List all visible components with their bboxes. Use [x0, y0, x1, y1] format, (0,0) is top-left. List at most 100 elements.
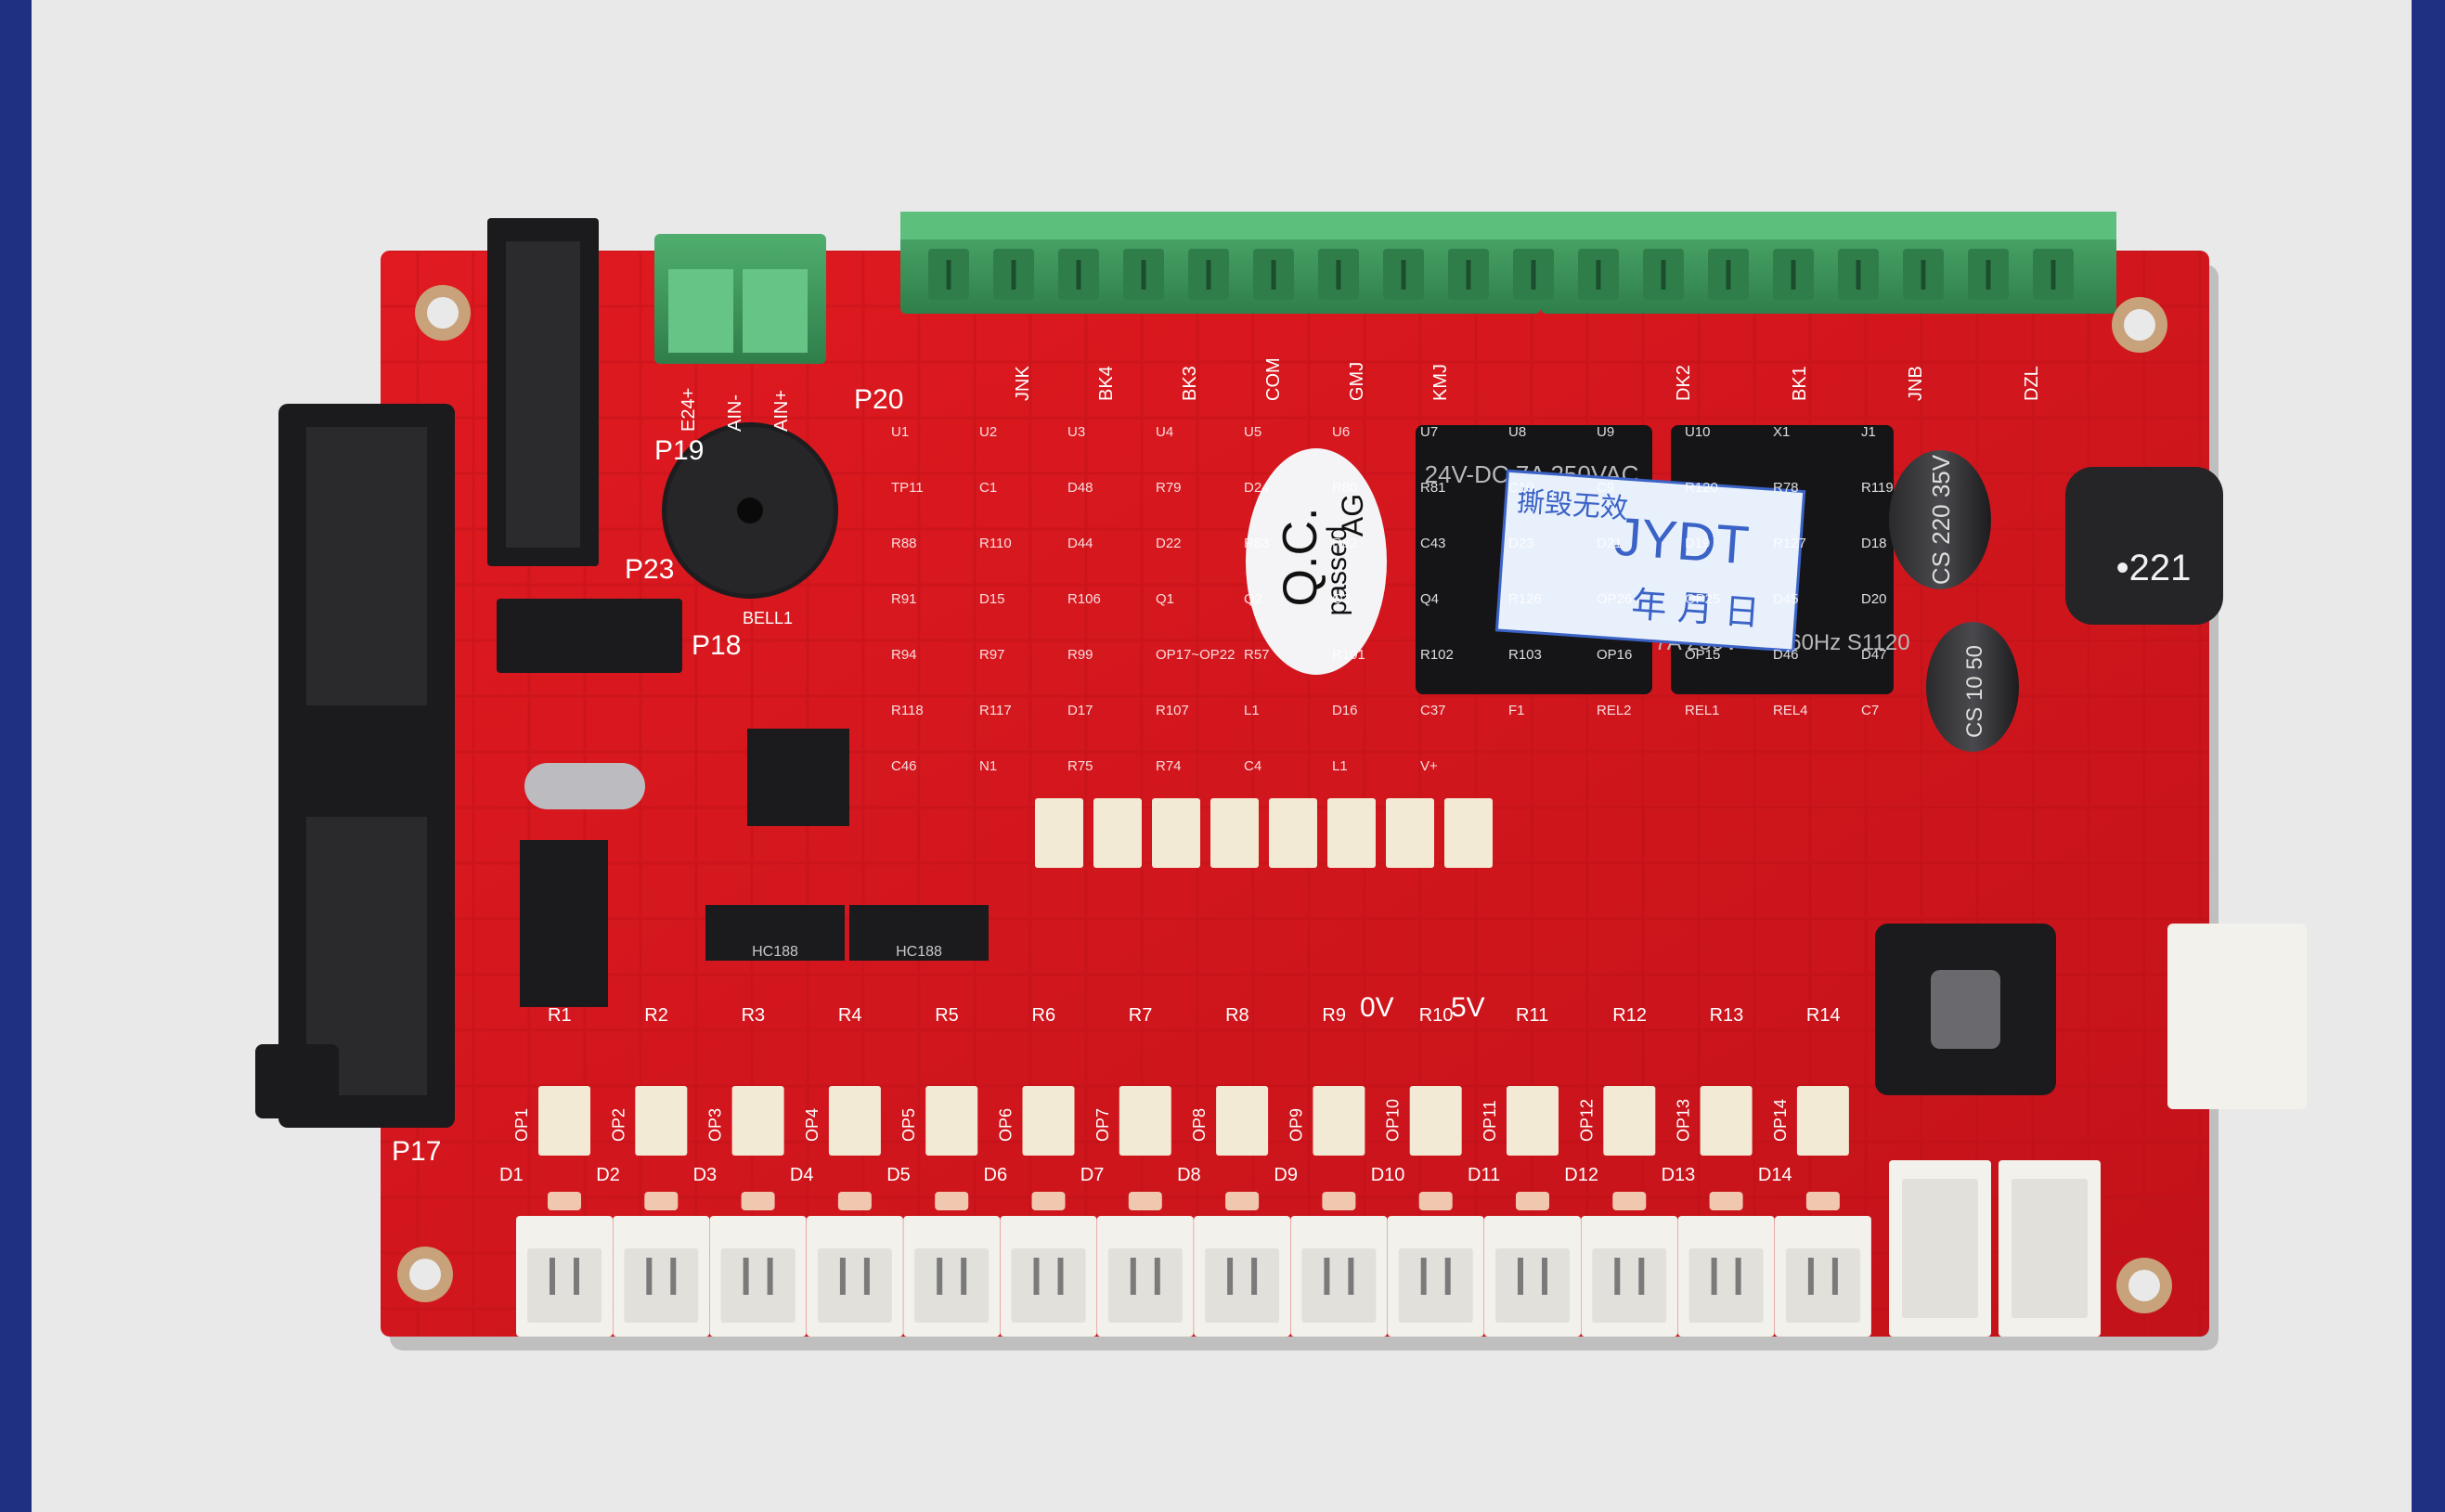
terminal-screws: [928, 249, 2074, 300]
optocoupler: [1603, 1086, 1656, 1156]
resistor-label: R14: [1806, 1005, 1841, 1026]
status-led: [548, 1192, 581, 1210]
component-label: R120: [1685, 480, 1718, 496]
connector-row: [516, 1160, 2101, 1337]
label-p20: P20: [854, 384, 903, 415]
optocoupler: [1700, 1086, 1753, 1156]
component-label: R107: [1156, 703, 1189, 718]
diode-label: D3: [693, 1165, 718, 1185]
component-label: D15: [979, 591, 1005, 607]
chip-u2: HC188: [705, 905, 845, 961]
opto-label: OP8: [1190, 1108, 1209, 1142]
label-p18: P18: [692, 630, 741, 661]
white-jst-connector: [903, 1216, 1001, 1337]
white-jst-connector: [1290, 1216, 1388, 1337]
label-0v: 0V: [1360, 992, 1394, 1023]
resistor-label: R7: [1129, 1005, 1153, 1026]
diode-label: D11: [1468, 1165, 1500, 1185]
seal-date-text: 年 月 日: [1630, 584, 1761, 634]
terminal-label: BK1: [1790, 366, 1810, 401]
mounting-holes: [397, 285, 2172, 1313]
white-jst-connector: [1581, 1216, 1678, 1337]
terminal-screw: [1318, 249, 1359, 300]
diode-label: D4: [790, 1165, 814, 1185]
opto-label: OP9: [1287, 1108, 1305, 1142]
terminal-label: BK3: [1180, 366, 1200, 401]
optocoupler: [538, 1086, 590, 1156]
component-label: U7: [1420, 424, 1438, 440]
terminal-pin-label: AIN+: [771, 390, 792, 432]
component-label: R126: [1508, 591, 1542, 607]
optocoupler: [1507, 1086, 1559, 1156]
white-jst-connector: [1774, 1216, 1871, 1337]
component-label: D19: [1685, 536, 1711, 551]
resistor-label: R11: [1516, 1005, 1548, 1026]
component-label: R102: [1420, 647, 1454, 663]
chip-u2-marking: HC188: [752, 944, 798, 960]
optocoupler: [1119, 1086, 1171, 1156]
chip-u1: [520, 840, 608, 1007]
component-label: R57: [1244, 647, 1270, 663]
optocoupler-upper-row: [1035, 798, 1493, 868]
diode-label: D13: [1662, 1165, 1696, 1185]
component-label: U3: [1067, 424, 1085, 440]
component-label: C4: [1244, 758, 1261, 774]
round-buzzer: [662, 422, 838, 599]
opto-label: OP12: [1577, 1099, 1596, 1142]
white-jst-connector: [516, 1216, 613, 1337]
terminal-screw: [1838, 249, 1879, 300]
component-label: C9: [1597, 480, 1614, 496]
white-jst-connector: [806, 1216, 903, 1337]
component-label: J1: [1861, 424, 1876, 440]
qc-text: Q.C.: [1274, 508, 1327, 607]
terminal-screw: [1643, 249, 1684, 300]
component-label: U8: [1508, 424, 1526, 440]
component-label: D20: [1861, 591, 1887, 607]
component-label: R103: [1508, 647, 1542, 663]
component-label: L1: [1332, 758, 1348, 774]
optocoupler: [635, 1086, 688, 1156]
white-jst-connector-tall: [1889, 1160, 1991, 1337]
resistor-label: R12: [1612, 1005, 1647, 1026]
optocoupler: [1313, 1086, 1365, 1156]
component-label: U4: [1156, 424, 1173, 440]
white-jst-connector: [1194, 1216, 1291, 1337]
white-jst-connector: [1387, 1216, 1484, 1337]
white-jst-connector: [709, 1216, 807, 1337]
component-label: OP16: [1597, 647, 1632, 663]
white-jst-connector-tall: [1999, 1160, 2101, 1337]
terminal-screw: [993, 249, 1034, 300]
black-pin-header-p19: [487, 218, 599, 566]
electrolytic-capacitor-small: CS 10 50: [1926, 622, 2019, 752]
optocoupler: [1796, 1086, 1849, 1156]
component-label: R106: [1067, 591, 1101, 607]
component-label: REL2: [1597, 703, 1632, 718]
optocoupler: [1409, 1086, 1462, 1156]
diode-label: D14: [1758, 1165, 1792, 1185]
black-pin-header-left: [255, 404, 455, 1128]
seal-void-text: 撕毁无效: [1516, 485, 1629, 525]
status-led: [1709, 1192, 1743, 1210]
component-label: D21: [1597, 536, 1623, 551]
optocoupler: [731, 1086, 784, 1156]
diode-label: D5: [886, 1165, 911, 1185]
component-label: C10: [1508, 480, 1534, 496]
component-label: OP17~OP22: [1156, 647, 1235, 663]
component-label: OP26: [1597, 591, 1632, 607]
resistor-label: R4: [838, 1005, 862, 1026]
terminal-label: COM: [1263, 357, 1284, 401]
terminal-screw: [2033, 249, 2074, 300]
component-label: R88: [891, 536, 917, 551]
component-label: OP15: [1685, 647, 1720, 663]
inductor-marking: •221: [2116, 548, 2192, 588]
component-label: R74: [1156, 758, 1182, 774]
crystal-x1: [524, 763, 645, 809]
diode-label: D10: [1371, 1165, 1405, 1185]
green-terminal-block-right: [1541, 212, 2116, 314]
optocoupler-small: [1152, 798, 1200, 868]
resistor-label: R3: [742, 1005, 766, 1026]
component-label: D48: [1067, 480, 1093, 496]
terminal-label: BK4: [1096, 366, 1117, 401]
